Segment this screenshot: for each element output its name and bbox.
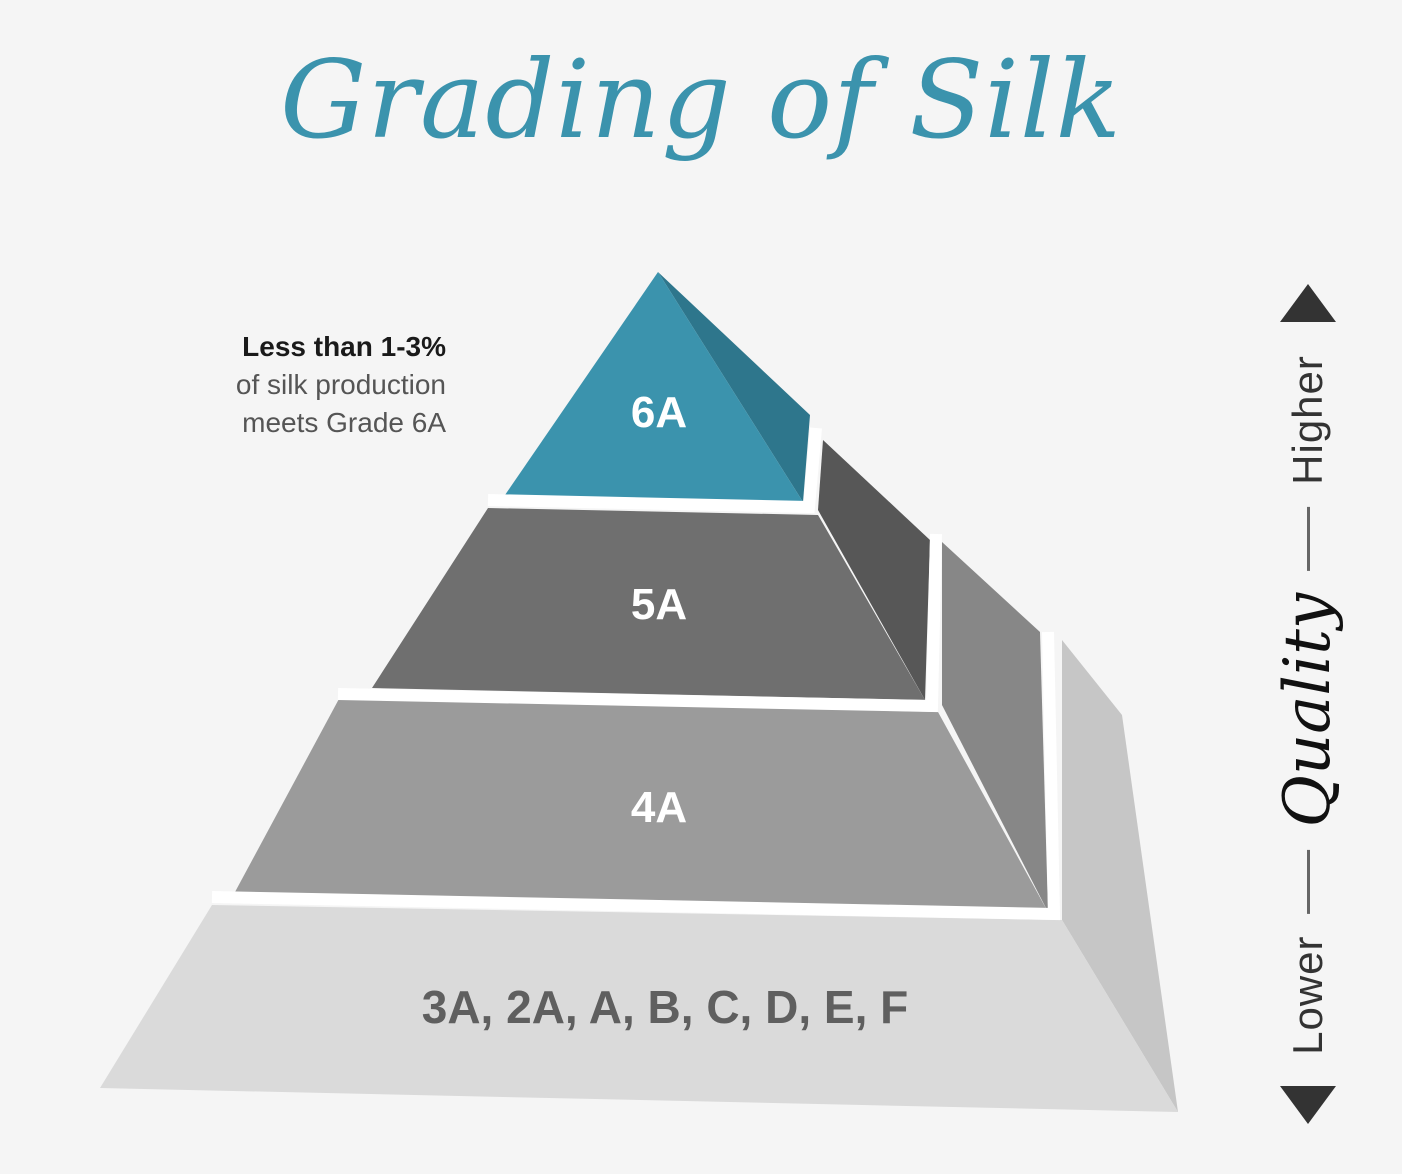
page-title: Grading of Silk [280, 38, 1122, 163]
arrow-up-icon [1280, 284, 1336, 322]
tier-label-5a: 5A [630, 580, 688, 629]
tier-label-4a: 4A [630, 783, 688, 832]
note-line-1: of silk production [235, 369, 446, 400]
note-line-2: meets Grade 6A [242, 407, 446, 438]
axis-high-label: Higher [1284, 355, 1331, 485]
quality-axis-labels: Lower Quality Higher [1271, 355, 1345, 1055]
note-headline: Less than 1-3% [242, 331, 446, 362]
arrow-down-icon [1280, 1086, 1336, 1124]
tier-label-base: 3A, 2A, A, B, C, D, E, F [421, 981, 909, 1033]
tier-label-6a: 6A [630, 388, 688, 437]
axis-dash-low [1306, 849, 1310, 914]
axis-quality-label: Quality [1271, 592, 1345, 828]
tier-dividers [211, 427, 1061, 921]
axis-low-label: Lower [1284, 935, 1331, 1055]
tier-5a [372, 440, 930, 700]
grade-6a-note: Less than 1-3% of silk production meets … [150, 328, 446, 442]
tier-base [100, 640, 1178, 1112]
tier-6a [505, 272, 810, 502]
quality-axis: Lower Quality Higher [1248, 280, 1368, 1130]
axis-dash-high [1306, 506, 1310, 571]
tier-4a [235, 542, 1048, 912]
